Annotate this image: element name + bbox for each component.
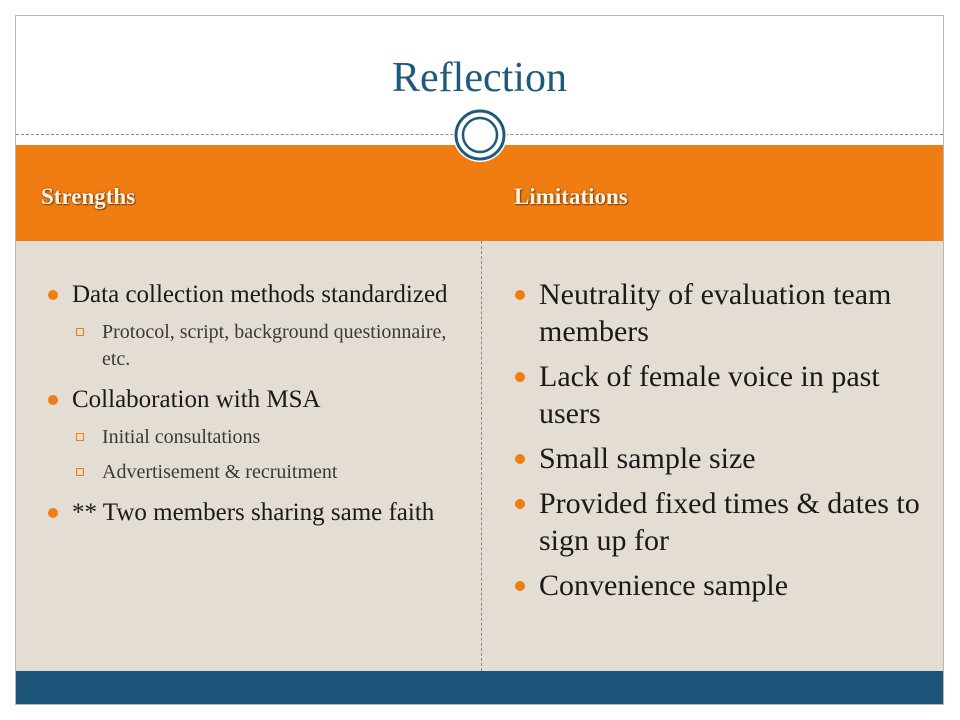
slide-title: Reflection xyxy=(392,55,567,101)
list-item-text: Data collection methods standardized xyxy=(72,281,448,308)
list-item: Neutrality of evaluation team members xyxy=(513,276,923,350)
column-divider xyxy=(481,241,482,671)
list-item: Data collection methods standardized Pro… xyxy=(46,278,456,373)
list-item-text: Collaboration with MSA xyxy=(72,386,321,413)
limitations-list: Neutrality of evaluation team members La… xyxy=(513,268,923,604)
strengths-list: Data collection methods standardized Pro… xyxy=(46,268,456,529)
bullet-icon xyxy=(48,508,58,518)
list-item: Convenience sample xyxy=(513,567,923,604)
list-item: ** Two members sharing same faith xyxy=(46,496,456,529)
bullet-icon xyxy=(48,290,58,300)
limitations-heading: Limitations xyxy=(514,184,628,209)
bullet-icon xyxy=(48,395,58,405)
sub-list-item: Advertisement & recruitment xyxy=(72,459,456,486)
bullet-icon xyxy=(515,290,525,300)
double-ring-icon xyxy=(453,108,507,162)
footer-band xyxy=(16,671,943,704)
square-bullet-icon xyxy=(76,328,84,336)
sub-list: Initial consultations Advertisement & re… xyxy=(72,424,456,486)
square-bullet-icon xyxy=(76,433,84,441)
list-item-text: Convenience sample xyxy=(539,569,789,602)
square-bullet-icon xyxy=(76,468,84,476)
list-item-text: ** Two members sharing same faith xyxy=(72,499,435,526)
sub-list-item-text: Protocol, script, background questionnai… xyxy=(102,321,447,370)
list-item: Collaboration with MSA Initial consultat… xyxy=(46,383,456,486)
bullet-icon xyxy=(515,581,525,591)
bullet-icon xyxy=(515,372,525,382)
sub-list: Protocol, script, background questionnai… xyxy=(72,319,456,373)
list-item-text: Provided fixed times & dates to sign up … xyxy=(539,487,920,557)
list-item-text: Lack of female voice in past users xyxy=(539,360,880,430)
list-item: Provided fixed times & dates to sign up … xyxy=(513,485,923,559)
slide: Reflection Strengths Limitations Data co… xyxy=(15,15,944,705)
list-item: Lack of female voice in past users xyxy=(513,358,923,432)
sub-list-item: Protocol, script, background questionnai… xyxy=(72,319,456,373)
list-item-text: Neutrality of evaluation team members xyxy=(539,278,892,348)
list-item-text: Small sample size xyxy=(539,442,756,475)
list-item: Small sample size xyxy=(513,440,923,477)
strengths-heading: Strengths xyxy=(41,184,136,209)
bullet-icon xyxy=(515,499,525,509)
sub-list-item-text: Advertisement & recruitment xyxy=(102,461,338,483)
content-band xyxy=(16,241,943,671)
sub-list-item-text: Initial consultations xyxy=(102,426,261,448)
bullet-icon xyxy=(515,454,525,464)
sub-list-item: Initial consultations xyxy=(72,424,456,451)
